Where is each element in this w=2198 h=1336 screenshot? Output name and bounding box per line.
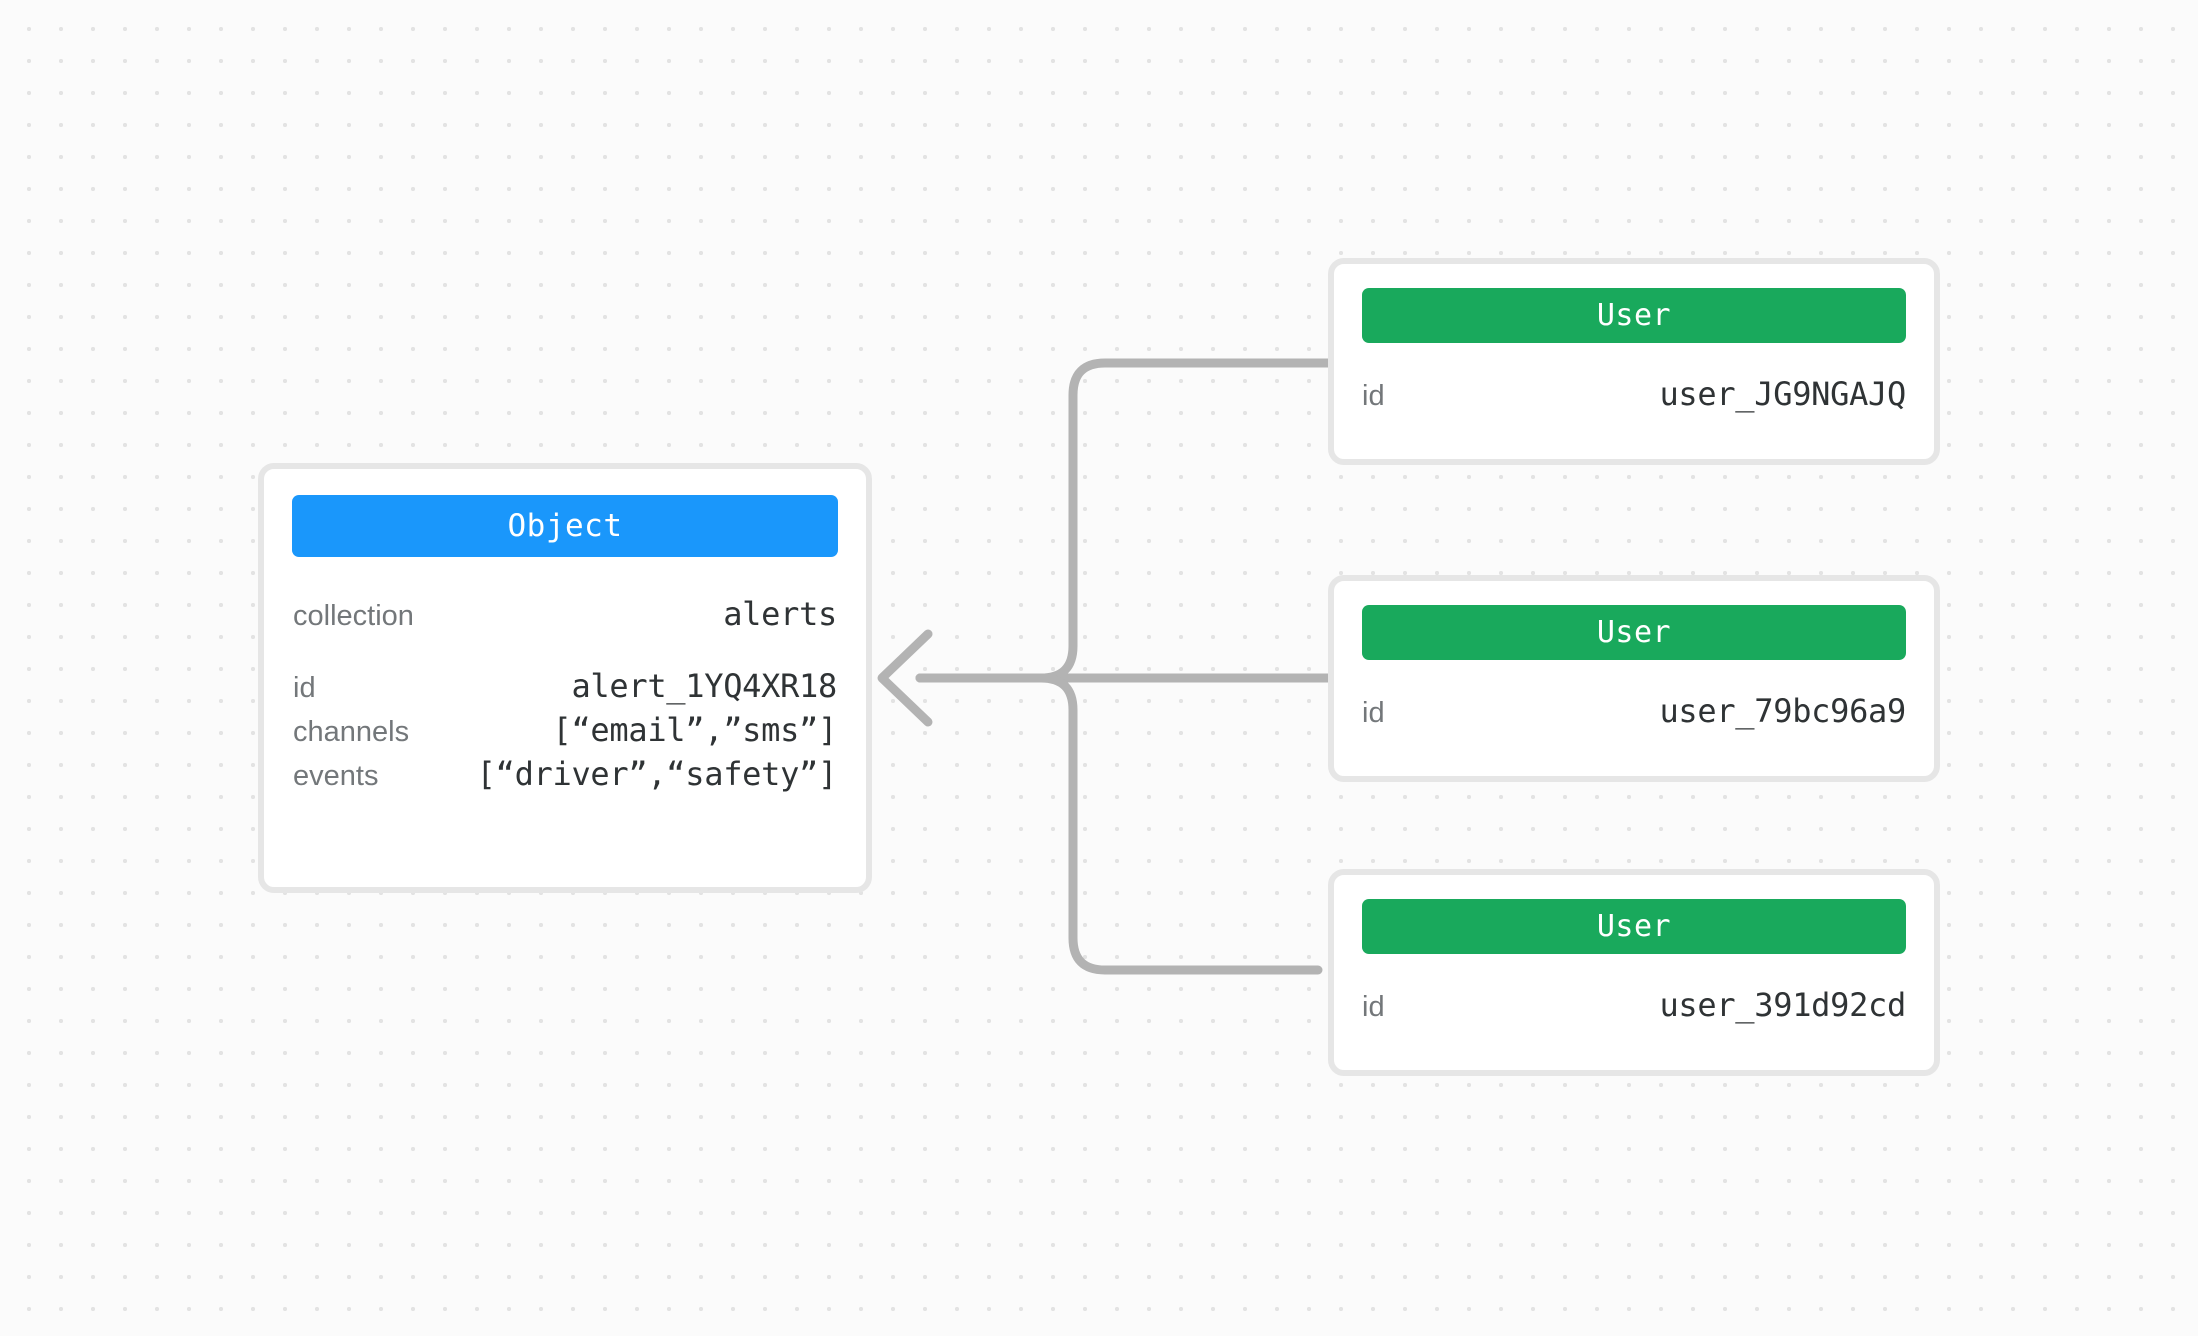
node-user-1-fields: id user_79bc96a9 [1362, 692, 1906, 730]
node-object[interactable]: Object collection alerts id alert_1YQ4XR… [258, 463, 872, 893]
node-object-row-channels: channels [“email”,”sms”] [292, 711, 838, 749]
node-object-row-collection: collection alerts [292, 595, 838, 633]
node-user-2[interactable]: User id user_391d92cd [1328, 869, 1940, 1076]
node-user-0-fields: id user_JG9NGAJQ [1362, 375, 1906, 413]
connector-user-2 [915, 673, 1323, 975]
node-user-1-row-id: id user_79bc96a9 [1362, 692, 1906, 730]
field-key: events [293, 760, 379, 792]
node-object-row-events: events [“driver”,“safety”] [292, 755, 838, 793]
node-user-0[interactable]: User id user_JG9NGAJQ [1328, 258, 1940, 465]
node-object-field-group-secondary: id alert_1YQ4XR18 channels [“email”,”sms… [292, 667, 838, 793]
connector-user-0 [915, 358, 1337, 683]
node-user-1[interactable]: User id user_79bc96a9 [1328, 575, 1940, 782]
field-key: id [293, 672, 316, 704]
node-object-header: Object [292, 495, 838, 557]
node-user-1-header: User [1362, 605, 1906, 660]
field-key: id [1362, 380, 1385, 412]
field-key: channels [293, 716, 410, 748]
node-object-row-id: id alert_1YQ4XR18 [292, 667, 838, 705]
node-user-2-fields: id user_391d92cd [1362, 986, 1906, 1024]
field-value: user_391d92cd [1659, 986, 1906, 1024]
field-key: collection [293, 600, 414, 632]
field-value: [“email”,”sms”] [552, 711, 838, 749]
node-user-0-row-id: id user_JG9NGAJQ [1362, 375, 1906, 413]
node-object-fields: collection alerts id alert_1YQ4XR18 chan… [292, 595, 838, 793]
field-value: user_79bc96a9 [1659, 692, 1906, 730]
field-key: id [1362, 697, 1385, 729]
field-value: alerts [723, 595, 837, 633]
node-user-2-header: User [1362, 899, 1906, 954]
field-value: [“driver”,“safety”] [476, 755, 838, 793]
node-user-0-header: User [1362, 288, 1906, 343]
field-value: user_JG9NGAJQ [1659, 375, 1906, 413]
node-user-2-row-id: id user_391d92cd [1362, 986, 1906, 1024]
connector-arrowhead-icon [877, 629, 933, 727]
field-value: alert_1YQ4XR18 [571, 667, 837, 705]
node-object-field-group-primary: collection alerts [292, 595, 838, 633]
field-key: id [1362, 991, 1385, 1023]
